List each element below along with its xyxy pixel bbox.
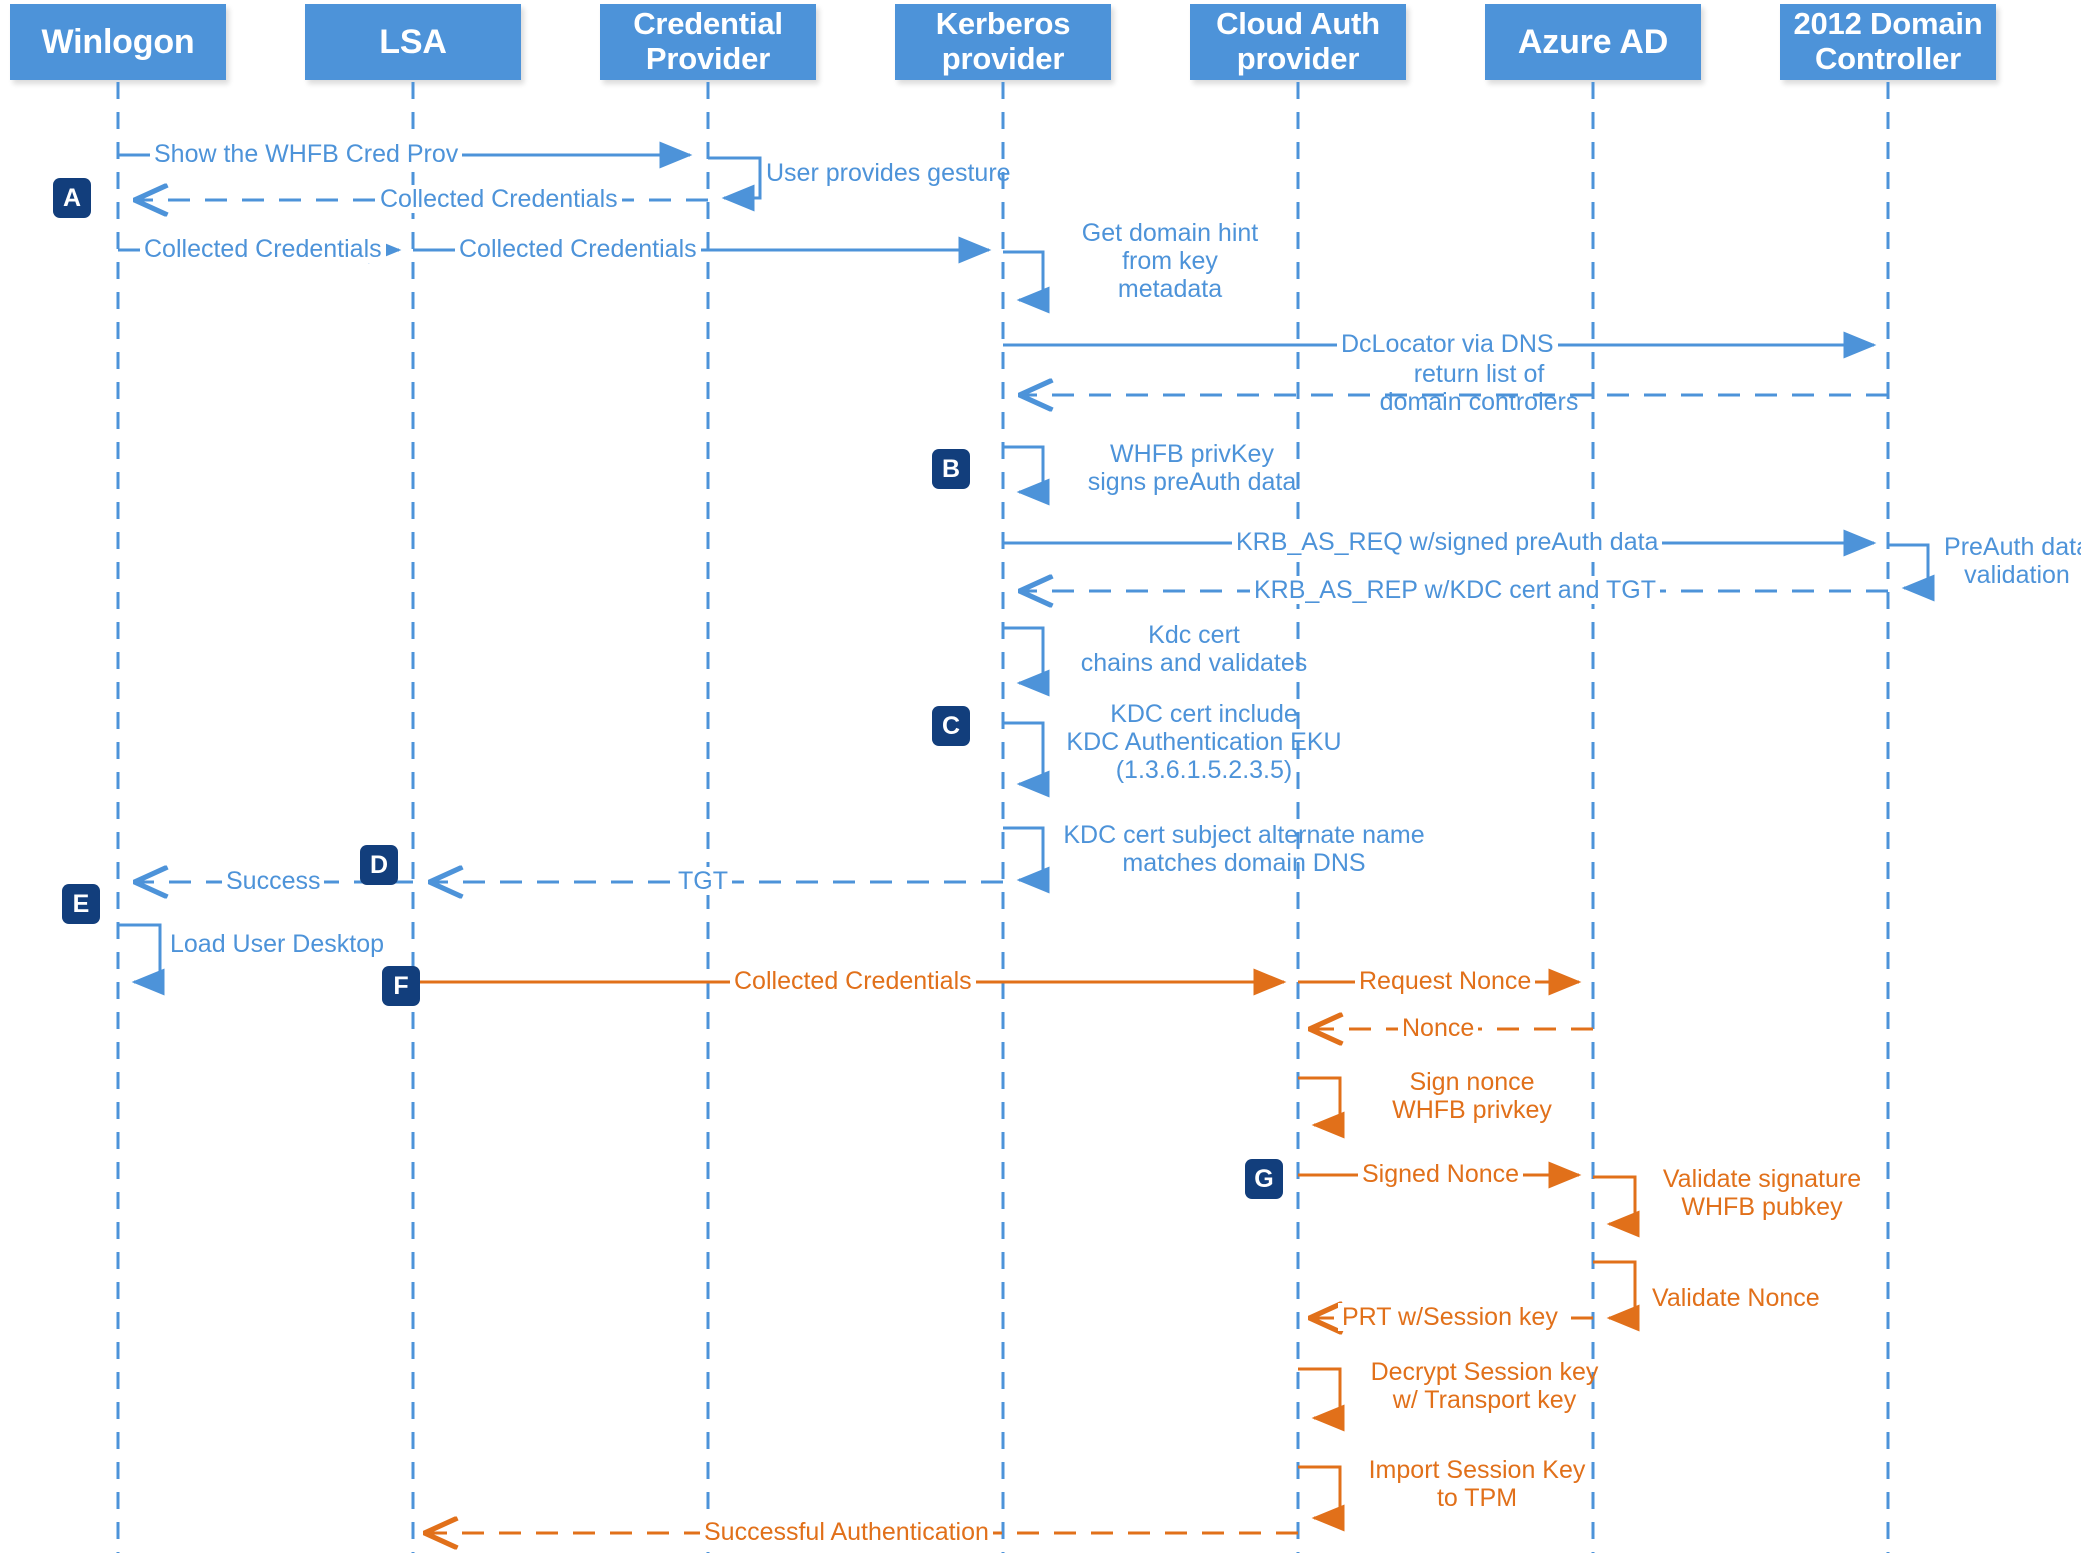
step-marker-e[interactable]: E (62, 884, 100, 924)
message-label-line: (1.3.6.1.5.2.3.5) (1115, 756, 1293, 784)
message-label-m20: Request Nonce (1355, 967, 1536, 995)
message-label-line: matches domain DNS (1122, 849, 1366, 877)
lane-header-cloud-auth-provider[interactable]: Cloud Auth provider (1190, 4, 1406, 80)
message-label-m23: Signed Nonce (1358, 1160, 1524, 1188)
message-label-m14: KDC cert include KDC Authentication EKU … (1050, 700, 1358, 784)
message-label-line: KDC cert subject alternate name (1063, 821, 1425, 849)
message-label-m25: Validate Nonce (1652, 1284, 1820, 1312)
message-label-m26: PRT w/Session key (1338, 1303, 1562, 1331)
message-label-line: WHFB privkey (1392, 1096, 1552, 1124)
message-label-m28: Import Session Key to TPM (1348, 1456, 1606, 1512)
message-label-m17: Success (222, 867, 325, 895)
message-label-m06: Get domain hint from key metadata (1051, 219, 1289, 303)
message-label-line: validation (1964, 561, 2070, 589)
message-label-m09: WHFB privKey signs preAuth data (1053, 440, 1331, 496)
step-marker-g[interactable]: G (1245, 1159, 1283, 1199)
message-label-line: KDC Authentication EKU (1066, 728, 1342, 756)
lane-header-label: Cloud Auth provider (1216, 6, 1380, 76)
message-label-m13: Kdc cert chains and validates (1050, 621, 1338, 677)
message-label-line: Get domain hint (1081, 219, 1259, 247)
message-label-m29: Successful Authentication (700, 1518, 993, 1546)
message-label-m16: TGT (674, 867, 732, 895)
message-label-m22: Sign nonce WHFB privkey (1348, 1068, 1596, 1124)
step-marker-d[interactable]: D (360, 845, 398, 885)
lane-header-label: 2012 Domain Controller (1793, 6, 1983, 76)
message-label-line: w/ Transport key (1392, 1386, 1577, 1414)
lane-header-label: Kerberos provider (935, 6, 1071, 76)
message-label-m19: Collected Credentials (730, 967, 976, 995)
message-label-line: return list of (1413, 360, 1545, 388)
message-label-line: from key (1122, 247, 1218, 275)
lane-header-label: LSA (379, 22, 447, 61)
lane-header-credential-provider[interactable]: Credential Provider (600, 4, 816, 80)
message-label-m03: Collected Credentials (376, 185, 622, 213)
message-label-line: metadata (1117, 275, 1223, 303)
step-marker-c[interactable]: C (932, 706, 970, 746)
message-label-m15: KDC cert subject alternate name matches … (1050, 821, 1438, 877)
message-label-line: Decrypt Session key (1370, 1358, 1599, 1386)
message-label-line: Sign nonce (1409, 1068, 1535, 1096)
lane-header-label: Credential Provider (633, 6, 783, 76)
lane-header-kerberos-provider[interactable]: Kerberos provider (895, 4, 1111, 80)
lane-header-winlogon[interactable]: Winlogon (10, 4, 226, 80)
message-label-line: KDC cert include (1110, 700, 1298, 728)
message-label-line: Import Session Key (1368, 1456, 1586, 1484)
message-label-m21: Nonce (1398, 1014, 1479, 1042)
message-label-line: Validate signature (1662, 1165, 1862, 1193)
message-label-line: domain controlers (1379, 388, 1579, 416)
step-marker-a[interactable]: A (53, 178, 91, 218)
message-label-line: WHFB pubkey (1681, 1193, 1843, 1221)
message-label-line: Kdc cert (1148, 621, 1240, 649)
message-label-m08: return list of domain controlers (1330, 360, 1628, 416)
message-label-line: WHFB privKey (1110, 440, 1274, 468)
message-label-m10: KRB_AS_REQ w/signed preAuth data (1232, 528, 1663, 556)
message-label-m04: Collected Credentials (140, 235, 386, 263)
lane-header-label: Azure AD (1517, 22, 1669, 61)
message-label-m24: Validate signature WHFB pubkey (1643, 1165, 1881, 1221)
lane-header-azure-ad[interactable]: Azure AD (1485, 4, 1701, 80)
message-label-m07: DcLocator via DNS (1337, 330, 1558, 358)
message-label-m05: Collected Credentials (455, 235, 701, 263)
step-marker-f[interactable]: F (382, 966, 420, 1006)
lane-header-lsa[interactable]: LSA (305, 4, 521, 80)
step-marker-b[interactable]: B (932, 449, 970, 489)
message-label-m27: Decrypt Session key w/ Transport key (1348, 1358, 1621, 1414)
message-label-line: chains and validates (1080, 649, 1308, 677)
lane-header-label: Winlogon (41, 22, 195, 61)
message-label-m12: KRB_AS_REP w/KDC cert and TGT (1250, 576, 1661, 604)
message-label-m02: User provides gesture (766, 159, 1011, 187)
message-label-m18: Load User Desktop (170, 930, 385, 958)
lane-header-2012-domain-controller[interactable]: 2012 Domain Controller (1780, 4, 1996, 80)
message-label-line: PreAuth data (1944, 533, 2081, 561)
message-label-m01: Show the WHFB Cred Prov (150, 140, 463, 168)
message-label-line: signs preAuth data (1087, 468, 1297, 496)
message-label-m11: PreAuth data validation (1938, 533, 2081, 589)
message-label-line: to TPM (1436, 1484, 1518, 1512)
